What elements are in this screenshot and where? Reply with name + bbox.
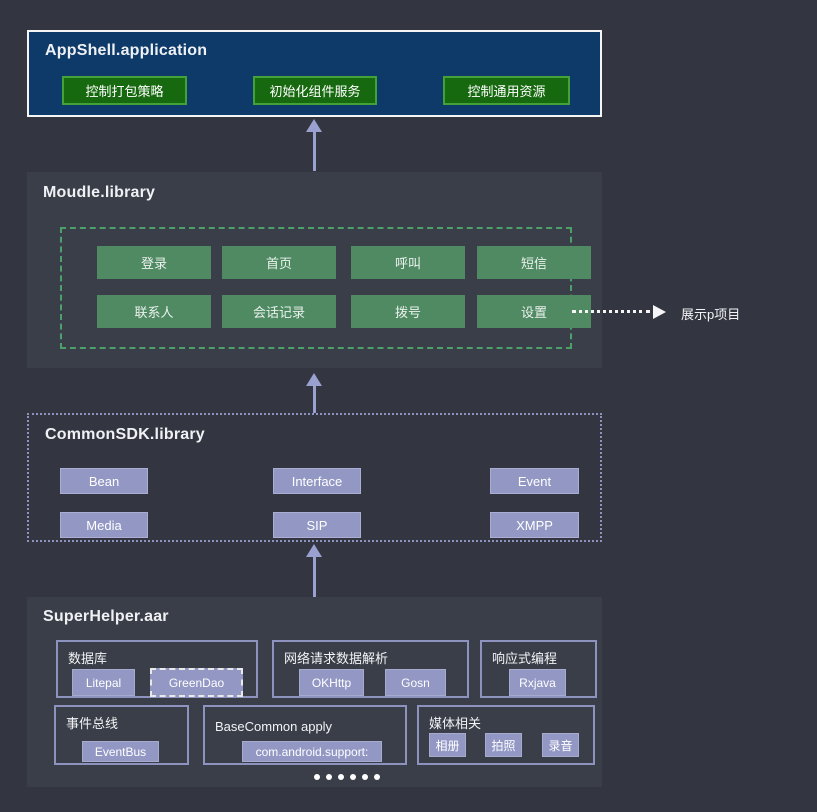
module-dashed-frame: 登录 首页 呼叫 短信 联系人 会话记录 拨号 设置 [60, 227, 591, 349]
group-label: 网络请求数据解析 [284, 651, 389, 666]
arrow-up-icon [306, 119, 322, 171]
module-node-sms: 短信 [477, 246, 591, 279]
group-basecommon: BaseCommon apply com.android.support: [203, 705, 407, 765]
module-node-dial: 拨号 [351, 295, 465, 328]
arrowhead-icon [306, 119, 322, 132]
appshell-section: AppShell.application 控制打包策略 初始化组件服务 控制通用… [27, 30, 602, 117]
module-node-contacts: 联系人 [97, 295, 211, 328]
appshell-node-component-init: 初始化组件服务 [253, 76, 377, 105]
superhelper-section: SuperHelper.aar 数据库 Litepal GreenDao 网络请… [27, 597, 602, 787]
sdk-node-xmpp: XMPP [490, 512, 579, 538]
group-eventbus: 事件总线 EventBus [54, 705, 189, 765]
group-node-album: 相册 [429, 733, 466, 757]
group-label: 数据库 [68, 651, 108, 666]
group-node-gosn: Gosn [385, 669, 446, 696]
module-node-call: 呼叫 [351, 246, 465, 279]
module-node-session: 会话记录 [222, 295, 336, 328]
sdk-node-media: Media [60, 512, 148, 538]
group-network-parse: 网络请求数据解析 OKHttp Gosn [272, 640, 469, 698]
dotted-arrow-icon [572, 305, 666, 319]
group-label: BaseCommon apply [215, 719, 333, 734]
arrow-up-icon [306, 373, 322, 413]
appshell-node-common-resource: 控制通用资源 [443, 76, 570, 105]
sdk-node-interface: Interface [273, 468, 361, 494]
module-section: Moudle.library 登录 首页 呼叫 短信 联系人 会话记录 拨号 设… [27, 172, 602, 368]
group-media: 媒体相关 相册 拍照 录音 [417, 705, 595, 765]
group-node-eventbus: EventBus [82, 741, 159, 762]
annotation-label: 展示p项目 [681, 307, 741, 322]
module-node-login: 登录 [97, 246, 211, 279]
arrow-shaft [312, 131, 316, 171]
group-node-greendao: GreenDao [150, 668, 243, 697]
group-node-okhttp: OKHttp [299, 669, 364, 696]
group-node-record: 录音 [542, 733, 579, 757]
superhelper-title: SuperHelper.aar [43, 608, 169, 625]
group-reactive: 响应式编程 Rxjava [480, 640, 597, 698]
group-label: 媒体相关 [429, 716, 482, 731]
dotted-line [572, 310, 650, 313]
sdk-node-event: Event [490, 468, 579, 494]
arrow-shaft [312, 556, 316, 597]
module-node-home: 首页 [222, 246, 336, 279]
group-label: 响应式编程 [492, 651, 558, 666]
ellipsis-dots [314, 774, 380, 780]
group-node-rxjava: Rxjava [509, 669, 566, 696]
arrowhead-icon [306, 373, 322, 386]
module-title: Moudle.library [43, 184, 156, 201]
arrowhead-right-icon [653, 305, 666, 319]
arrow-shaft [312, 385, 316, 413]
group-node-photo: 拍照 [485, 733, 522, 757]
group-label: 事件总线 [66, 716, 119, 731]
group-node-android-support: com.android.support: [242, 741, 382, 762]
group-database: 数据库 Litepal GreenDao [56, 640, 258, 698]
group-node-litepal: Litepal [72, 669, 135, 696]
appshell-node-packaging: 控制打包策略 [62, 76, 187, 105]
commonsdk-title: CommonSDK.library [45, 426, 205, 443]
arrowhead-icon [306, 544, 322, 557]
sdk-node-sip: SIP [273, 512, 361, 538]
commonsdk-section: CommonSDK.library Bean Interface Event M… [27, 413, 602, 542]
sdk-node-bean: Bean [60, 468, 148, 494]
appshell-title: AppShell.application [45, 42, 208, 59]
arrow-up-icon [306, 544, 322, 597]
